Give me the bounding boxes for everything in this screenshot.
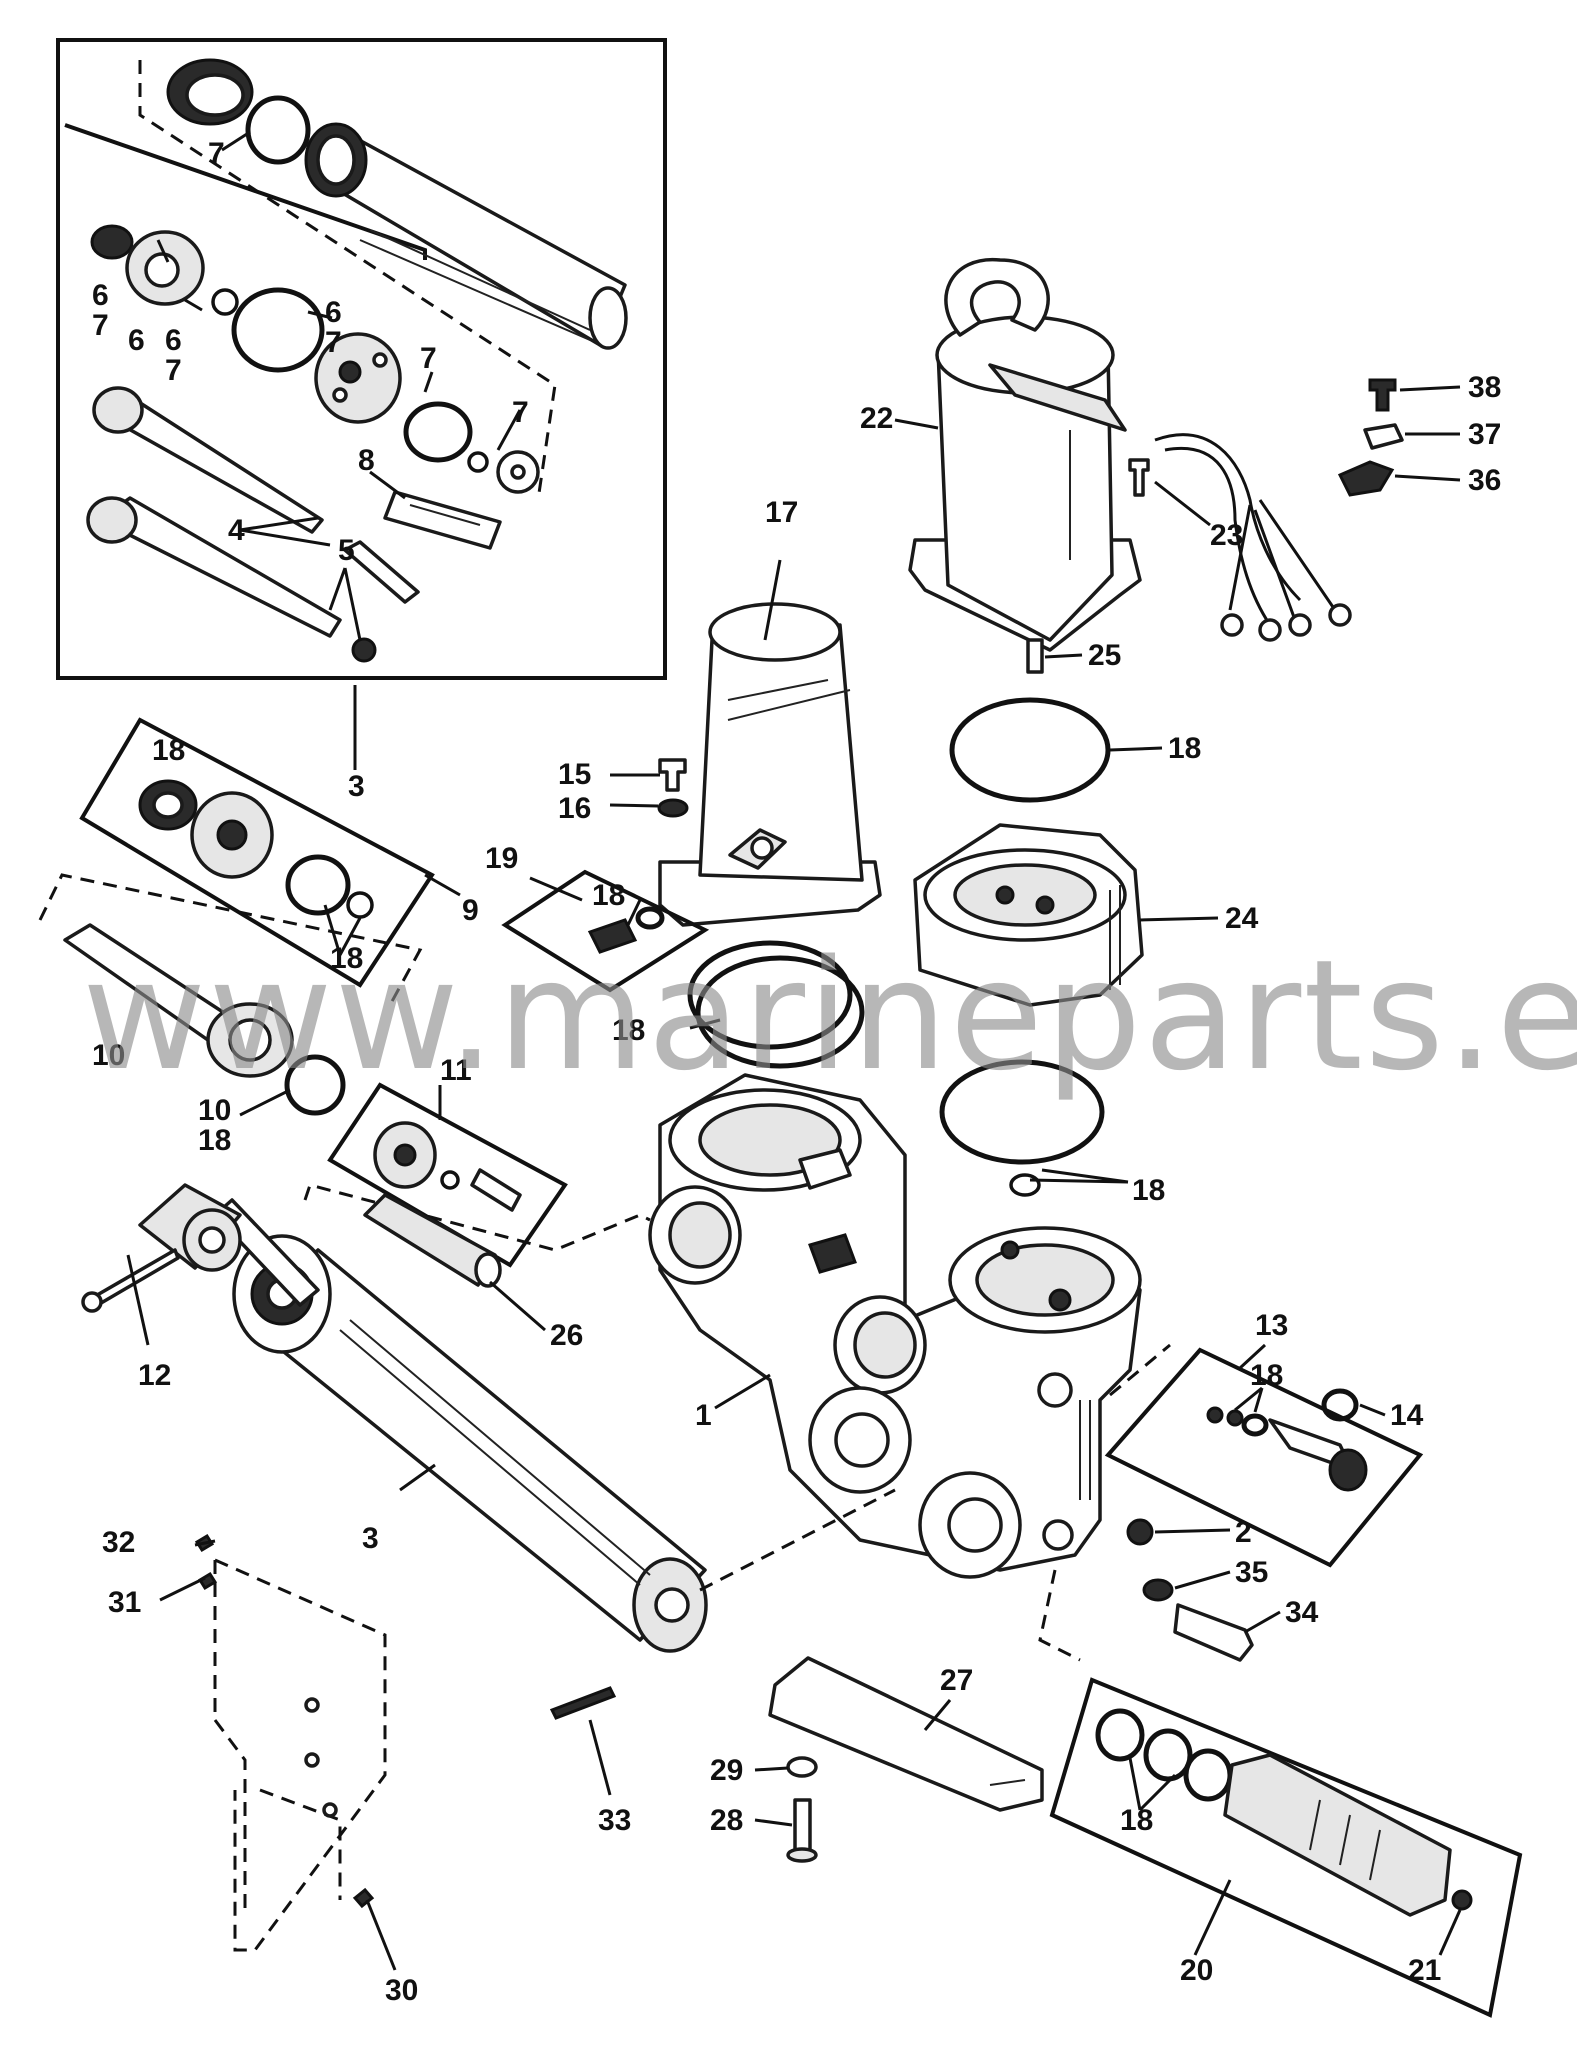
bracket-part	[194, 1533, 387, 1952]
label-card-part	[383, 490, 502, 550]
callout-label: 9	[462, 894, 479, 927]
callout-label: 26	[550, 1319, 583, 1352]
callout-label: 8	[358, 444, 375, 477]
piston-10	[63, 923, 346, 1116]
callout-label: 19	[485, 842, 518, 875]
washer-16-part	[657, 798, 689, 818]
callout-label: 27	[940, 1664, 973, 1697]
callout-label: 1	[695, 1399, 712, 1432]
callout-label: 29	[710, 1754, 743, 1787]
callout-label: 20	[1180, 1954, 1213, 1987]
kit-13-box	[1104, 1347, 1424, 1568]
callout-label: 24	[1225, 902, 1259, 935]
callout-label: 7	[208, 137, 225, 170]
callout-label: 38	[1468, 371, 1501, 404]
callout-label: 30	[385, 1974, 418, 2007]
pump-motor-22-part	[908, 257, 1142, 652]
callout-label: 37	[1468, 418, 1501, 451]
kit-11-box	[327, 1082, 568, 1268]
callout-label: 18	[612, 1014, 645, 1047]
screw-28-part	[793, 1798, 812, 1852]
screw-34-part	[1173, 1603, 1254, 1662]
callout-label: 35	[1235, 1556, 1268, 1589]
kit-3-box	[56, 38, 667, 680]
callout-label: 34	[1285, 1596, 1319, 1629]
washer-29-part	[786, 1756, 818, 1778]
callout-label: 18	[1250, 1359, 1283, 1392]
screw-15-part	[658, 758, 687, 792]
callout-label: 18	[1120, 1804, 1153, 1837]
o-ring-part	[245, 95, 311, 165]
washer-35-part	[1142, 1578, 1174, 1602]
callout-label: 18	[198, 1124, 231, 1157]
callout-label: 2	[1235, 1516, 1252, 1549]
callout-label: 18	[1132, 1174, 1165, 1207]
callout-label: 33	[598, 1804, 631, 1837]
callout-label: 17	[765, 496, 798, 529]
callout-label: 5	[338, 534, 355, 567]
callout-label: 6	[325, 296, 342, 329]
callout-label: 7	[92, 309, 109, 342]
kit-20-box	[1049, 1677, 1523, 2018]
callout-label: 21	[1408, 1954, 1441, 1987]
callout-label: 25	[1088, 639, 1121, 672]
callout-label: 18	[1168, 732, 1201, 765]
callout-label: 3	[348, 770, 365, 803]
callout-label: 22	[860, 402, 893, 435]
callout-label: 12	[138, 1359, 171, 1392]
callout-label: 18	[152, 734, 185, 767]
callout-label: 6	[92, 279, 109, 312]
callout-label: 31	[108, 1586, 141, 1619]
callout-label: 15	[558, 758, 591, 791]
callout-label: 28	[710, 1804, 743, 1837]
callout-label: 11	[440, 1054, 472, 1087]
callout-label: 23	[1210, 519, 1243, 552]
kit-9-box	[79, 717, 435, 988]
pump-housing-24-part	[913, 823, 1144, 1007]
callout-label: 10	[198, 1094, 231, 1127]
callout-label: 4	[228, 514, 245, 547]
callout-label: 7	[325, 326, 342, 359]
callout-label: 10	[92, 1039, 125, 1072]
callout-label: 7	[420, 342, 437, 375]
callout-label: 3	[362, 1522, 379, 1555]
roll-pin-33	[549, 1686, 617, 1720]
callout-label: 6	[165, 324, 182, 357]
callout-label: 16	[558, 792, 591, 825]
callout-label: 7	[512, 396, 529, 429]
callout-label: 36	[1468, 464, 1501, 497]
callout-label: 13	[1255, 1309, 1288, 1342]
ball-2-part	[1126, 1518, 1154, 1546]
callout-label: 7	[165, 354, 182, 387]
o-ring-18-part	[695, 955, 865, 1069]
reservoir-17-part	[658, 602, 882, 927]
callout-label: 18	[330, 942, 363, 975]
callout-label: 32	[102, 1526, 135, 1559]
leader-lines	[126, 130, 1462, 1971]
spacer-27-part	[768, 1656, 1044, 1812]
callout-label: 18	[592, 879, 625, 912]
manual-release-valve-part	[1223, 1753, 1452, 1917]
callout-label: 6	[128, 324, 145, 357]
callout-labels: 7 6 7 6 6 7 6 7 7 7 8 4 5 3 18 9 18 10 1…	[92, 137, 1501, 2007]
pin-12-part	[90, 1248, 180, 1308]
callout-label: 14	[1390, 1399, 1424, 1432]
valve-body-1-part	[648, 1073, 1142, 1579]
watermark-text: www.marineparts.eu	[82, 927, 1577, 1104]
trim-cylinder-part	[138, 1183, 708, 1653]
